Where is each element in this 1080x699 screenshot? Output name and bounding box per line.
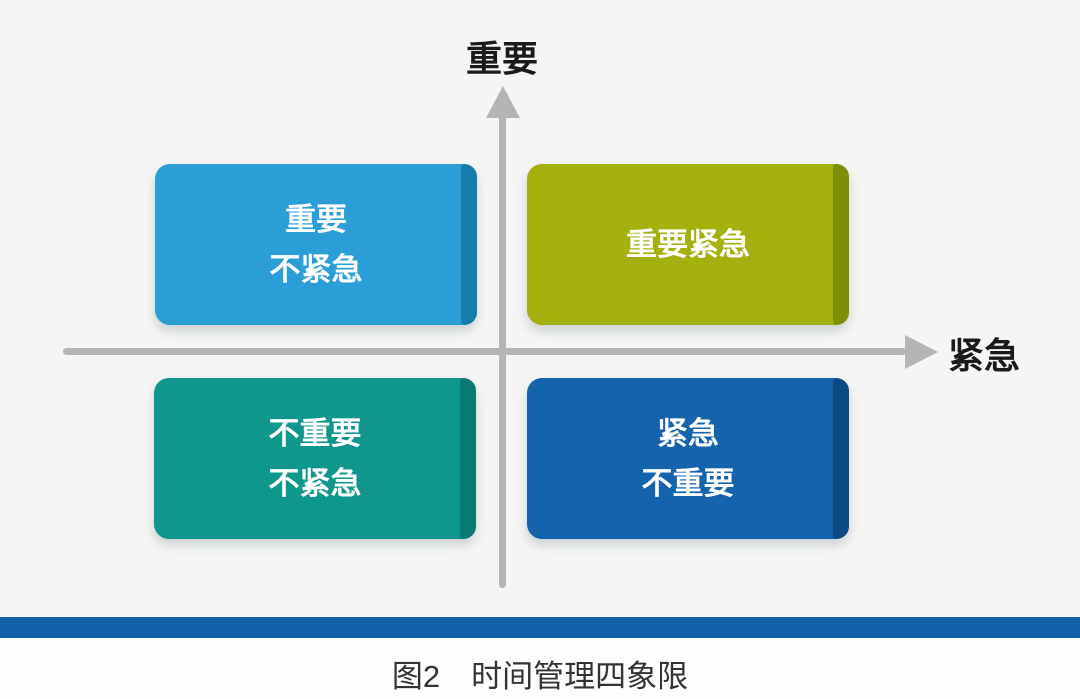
quadrant-label-line: 紧急 [657, 415, 719, 451]
y-axis-arrow-icon [486, 86, 520, 118]
quadrant-3d-edge [833, 164, 849, 325]
caption-footer [0, 638, 1080, 699]
figure-caption: 图2 时间管理四象限 [391, 659, 689, 694]
quadrant-label-line: 不紧急 [269, 251, 363, 287]
quadrant-label-line: 重要 [285, 201, 347, 237]
quadrant-label-line: 不重要 [641, 465, 735, 501]
quadrant-important-not-urgent: 重要 不紧急 [155, 164, 477, 325]
quadrant-label: 重要紧急 [626, 220, 750, 270]
quadrant-label-line: 不重要 [268, 415, 362, 451]
quadrant-3d-edge [833, 378, 849, 539]
x-axis-arrow-icon [905, 335, 938, 369]
quadrant-label-line: 重要紧急 [626, 226, 750, 262]
x-axis-line [63, 348, 906, 355]
x-axis-label: 紧急 [948, 335, 1021, 376]
quadrant-3d-edge [460, 378, 476, 539]
divider-bar [0, 617, 1080, 638]
quadrant-3d-edge [461, 164, 477, 325]
quadrant-label: 不重要 不紧急 [269, 409, 362, 509]
quadrant-label: 重要 不紧急 [270, 195, 363, 295]
quadrant-label-line: 不紧急 [268, 465, 362, 501]
quadrant-not-important-not-urgent: 不重要 不紧急 [154, 378, 476, 539]
y-axis-line [499, 104, 506, 588]
y-axis-label: 重要 [465, 38, 538, 79]
quadrant-urgent-not-important: 紧急 不重要 [527, 378, 849, 539]
quadrant-important-urgent: 重要紧急 [527, 164, 849, 325]
quadrant-label: 紧急 不重要 [642, 409, 735, 509]
